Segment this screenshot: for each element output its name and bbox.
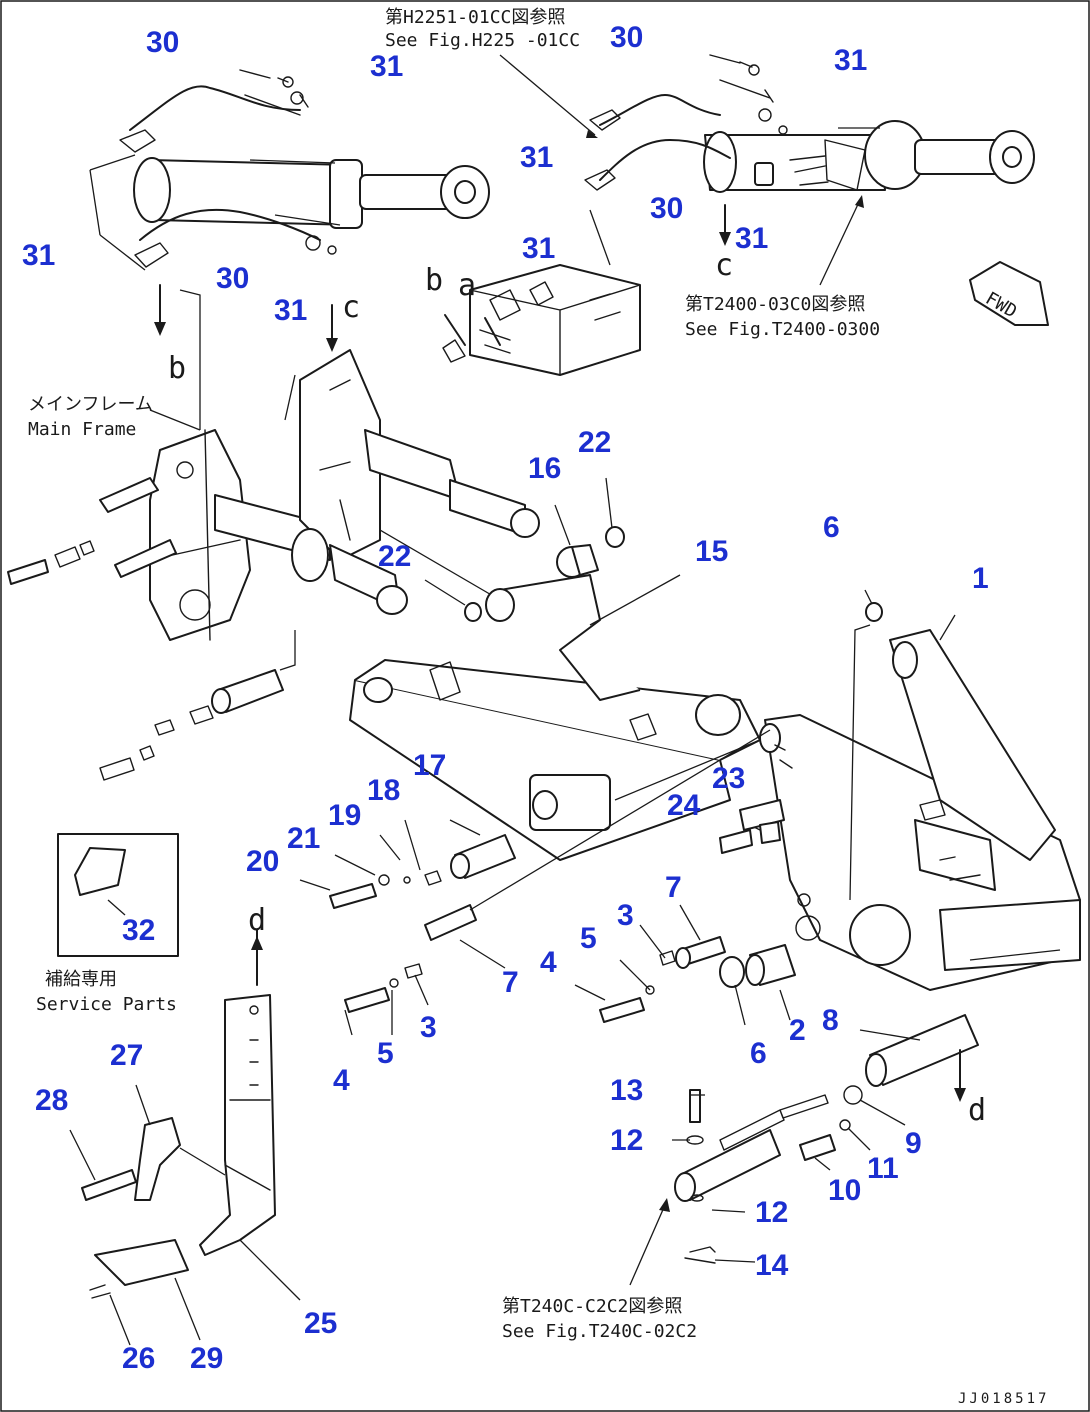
callout-4: 4 [333, 1064, 350, 1097]
callout-21: 21 [287, 822, 320, 855]
letter-d-shank: d [248, 903, 266, 938]
callout-6: 6 [750, 1037, 767, 1070]
ref-t2400-0202-en: See Fig.T240C-02C2 [502, 1321, 697, 1342]
ref-h2251-jp: 第H2251-01CC図参照 [385, 7, 565, 28]
callout-numbers: 30 31 31 30 31 30 31 31 30 31 31 22 16 2… [22, 21, 989, 1375]
callout-25: 25 [304, 1307, 337, 1340]
callout-12: 12 [755, 1196, 788, 1229]
figure-references: 第H2251-01CC図参照 See Fig.H225 -01CC 第T2400… [28, 7, 1049, 1407]
callout-31: 31 [22, 239, 55, 272]
callout-22: 22 [378, 540, 411, 573]
drawing-code: JJ018517 [958, 1391, 1049, 1407]
ref-t2400-0202-jp: 第T240C-C2C2図参照 [502, 1296, 682, 1317]
letter-d-pin: d [968, 1093, 986, 1128]
callout-3: 3 [420, 1011, 437, 1044]
callout-31: 31 [520, 141, 553, 174]
callout-24: 24 [667, 789, 701, 822]
callout-28: 28 [35, 1084, 68, 1117]
callout-12: 12 [610, 1124, 643, 1157]
main-frame-label-en: Main Frame [28, 419, 136, 440]
callout-30: 30 [650, 192, 683, 225]
callout-26: 26 [122, 1342, 155, 1375]
callout-27: 27 [110, 1039, 143, 1072]
middle-pin-set [344, 904, 796, 1036]
callout-19: 19 [328, 799, 361, 832]
ripper-shank [69, 929, 301, 1346]
callout-31: 31 [274, 294, 307, 327]
callout-20: 20 [246, 845, 279, 878]
callout-4: 4 [540, 946, 557, 979]
callout-32: 32 [122, 914, 155, 947]
callout-7: 7 [502, 966, 519, 999]
callout-30: 30 [146, 26, 179, 59]
callout-22: 22 [578, 426, 611, 459]
service-parts-box [57, 833, 179, 957]
callout-5: 5 [580, 922, 597, 955]
callout-2: 2 [789, 1014, 806, 1047]
pin-and-retainers [299, 729, 785, 969]
callout-15: 15 [695, 535, 728, 568]
callout-3: 3 [617, 899, 634, 932]
callout-7: 7 [665, 871, 682, 904]
callout-23: 23 [712, 762, 745, 795]
callout-14: 14 [755, 1249, 789, 1282]
callout-5: 5 [377, 1037, 394, 1070]
callout-8: 8 [822, 1004, 839, 1037]
view-letters: b b a c c d d [168, 248, 986, 1128]
callout-9: 9 [905, 1127, 922, 1160]
letter-b-valve: b [425, 263, 443, 298]
letter-c-frame: c [342, 290, 360, 325]
letter-b-left: b [168, 351, 186, 386]
callout-30: 30 [610, 21, 643, 54]
callout-16: 16 [528, 452, 561, 485]
callout-13: 13 [610, 1074, 643, 1107]
main-frame-label-jp: メインフレーム [28, 394, 153, 415]
ref-t2400-0300-en: See Fig.T2400-0300 [685, 319, 880, 340]
shank-holder-frame [749, 589, 1081, 991]
callout-31: 31 [370, 50, 403, 83]
right-cylinder-group [499, 54, 1035, 286]
callout-31: 31 [735, 222, 768, 255]
ref-t2400-0300-jp: 第T2400-03C0図参照 [685, 294, 865, 315]
left-cylinder-group [89, 69, 490, 430]
callout-29: 29 [190, 1342, 223, 1375]
callout-10: 10 [828, 1174, 861, 1207]
ref-h2251-en: See Fig.H225 -01CC [385, 30, 580, 51]
control-valve-block [442, 209, 641, 376]
letter-c-cylinder: c [715, 248, 733, 283]
forward-direction-sign: FWD [969, 261, 1049, 326]
callout-6: 6 [823, 511, 840, 544]
service-parts-label-jp: 補給専用 [45, 969, 117, 990]
callout-31: 31 [522, 232, 555, 265]
pin-8-and-adjuster [629, 949, 1061, 1286]
callout-17: 17 [413, 749, 446, 782]
callout-18: 18 [367, 774, 400, 807]
callout-31: 31 [834, 44, 867, 77]
callout-11: 11 [867, 1152, 899, 1185]
ripper-beam [349, 574, 761, 861]
callout-1: 1 [972, 562, 989, 595]
callout-30: 30 [216, 262, 249, 295]
service-parts-label-en: Service Parts [36, 994, 177, 1015]
main-frame [7, 304, 540, 781]
letter-a-valve: a [458, 268, 476, 303]
bushings-upper [424, 477, 625, 622]
